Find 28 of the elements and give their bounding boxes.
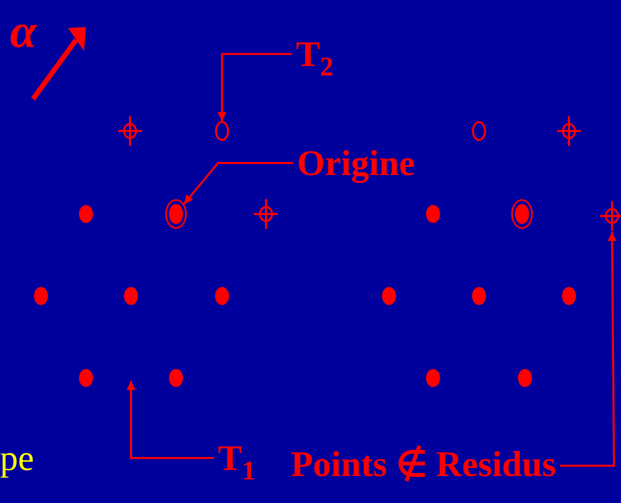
lattice-point (124, 287, 138, 305)
empty-lattice-point (472, 121, 486, 141)
lattice-point (34, 287, 48, 305)
empty-lattice-point (215, 121, 229, 141)
lattice-point (426, 369, 440, 387)
lattice-point (426, 205, 440, 223)
leader-line (560, 232, 617, 467)
lattice-point (382, 287, 396, 305)
lattice-point (79, 205, 93, 223)
double-ring-point (511, 199, 533, 229)
crosshair-point (254, 199, 278, 229)
crosshair-point (600, 201, 621, 231)
lattice-point (562, 287, 576, 305)
double-ring-point (165, 199, 187, 229)
leader-line (183, 162, 293, 205)
lattice-point (169, 369, 183, 387)
crosshair-point (557, 116, 581, 146)
leader-label: Origine (297, 145, 415, 181)
crosshair-point (118, 116, 142, 146)
lattice-point (79, 369, 93, 387)
leader-label: Points ∉ Residus (291, 446, 556, 482)
lattice-point (215, 287, 229, 305)
text-fragment: pe (0, 440, 34, 476)
lattice-point (518, 369, 532, 387)
leader-line (218, 53, 292, 121)
leader-line (126, 381, 214, 459)
lattice-point (472, 287, 486, 305)
angle-label: α (10, 8, 37, 56)
